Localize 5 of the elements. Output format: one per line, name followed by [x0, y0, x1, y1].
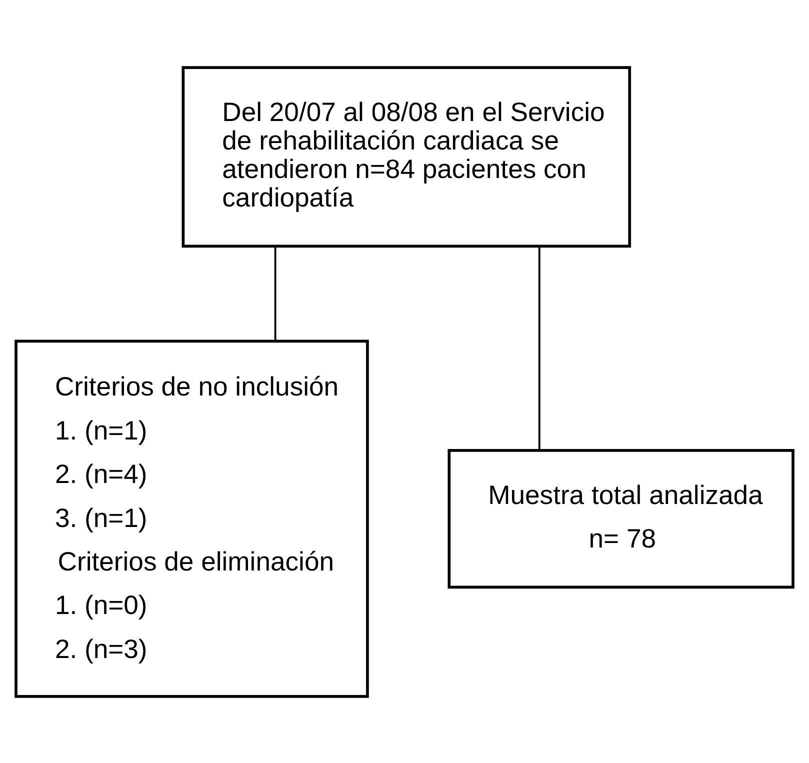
node-box: Criterios de no inclusión 1. (n=1) 2. (n=4) 3. (n=1) Criterios de eliminación 1. (n=0) 2. (n=3) [14, 339, 369, 698]
connector [538, 246, 540, 450]
node-box: Muestra total analizada n= 78 [448, 448, 794, 588]
node-box: Del 20/07 al 08/08 en el Servicio de rehabilitación cardiaca se atendieron n=84 pacientes con cardiopatía [182, 66, 632, 248]
connector [274, 246, 276, 340]
